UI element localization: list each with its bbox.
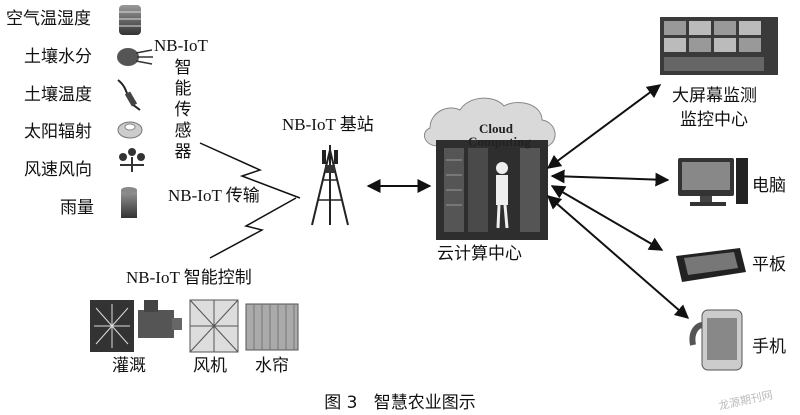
sensor-group-title-char-2: 能 <box>174 79 192 99</box>
sensor-label-rain: 雨量 <box>60 198 94 218</box>
solar-radiation-sensor-icon <box>117 121 143 139</box>
transmission-label: NB-IoT 传输 <box>168 186 260 205</box>
rain-gauge-icon <box>121 187 137 218</box>
control-group-title: NB-IoT 智能控制 <box>126 268 252 287</box>
sensor-group-title-prefix: NB-IoT <box>154 36 208 55</box>
wind-speed-direction-sensor-icon <box>119 148 145 172</box>
arrow-cloud-smartphone <box>546 195 690 319</box>
figure-title: 智慧农业图示 <box>373 393 476 413</box>
monitor-wall-icon <box>660 17 778 75</box>
sensor-label-soil-moisture: 土壤水分 <box>24 47 92 67</box>
sensor-group-title-char-5: 器 <box>174 142 192 162</box>
terminal-label-computer: 电脑 <box>752 176 786 196</box>
sensor-label-wind: 风速风向 <box>24 160 92 180</box>
soil-moisture-sensor-icon <box>117 48 153 66</box>
sensor-label-solar-radiation: 太阳辐射 <box>24 122 92 142</box>
control-label-water-curtain: 水帘 <box>255 356 289 376</box>
control-label-irrigation: 灌溉 <box>112 356 146 376</box>
wireless-link-sensors-icon <box>199 142 301 199</box>
wireless-link-control-icon <box>209 197 297 259</box>
base-station-label: NB-IoT 基站 <box>282 115 374 134</box>
base-station-tower-icon <box>311 145 349 226</box>
figure-caption: 图 3 智慧农业图示 <box>0 388 800 413</box>
smartphone-icon <box>689 309 743 371</box>
cloud-logo-text-2: Computing <box>468 134 531 149</box>
air-temp-humidity-sensor-icon <box>119 5 141 35</box>
tablet-icon <box>676 248 746 282</box>
sensor-group-title-char-3: 传 <box>174 100 192 120</box>
fan-icon <box>189 299 239 353</box>
control-label-fan: 风机 <box>193 356 227 376</box>
terminal-label-smartphone: 手机 <box>752 337 786 357</box>
soil-temperature-sensor-icon <box>117 79 141 111</box>
sensor-label-air-temp-humidity: 空气温湿度 <box>6 9 91 29</box>
terminal-label-monitor-wall-2: 监控中心 <box>680 110 748 130</box>
sensor-group-title-char-1: 智 <box>174 58 192 78</box>
water-curtain-icon <box>245 303 299 351</box>
cloud-center-label: 云计算中心 <box>437 244 522 264</box>
cloud-computing-center-icon <box>423 97 556 240</box>
desktop-computer-icon <box>678 158 748 206</box>
terminal-label-monitor-wall-1: 大屏幕监测 <box>672 86 757 106</box>
terminal-label-tablet: 平板 <box>752 255 786 275</box>
sensor-group-title-char-4: 感 <box>174 121 192 141</box>
sensor-label-soil-temperature: 土壤温度 <box>24 85 92 105</box>
cloud-logo-text-1: Cloud <box>479 121 513 136</box>
figure-number: 图 3 <box>324 393 358 413</box>
arrow-cloud-tablet <box>550 185 664 251</box>
arrow-cloud-computer <box>550 169 670 187</box>
irrigation-valve-icon <box>90 300 182 352</box>
arrow-cloud-monitor-wall <box>546 84 662 169</box>
